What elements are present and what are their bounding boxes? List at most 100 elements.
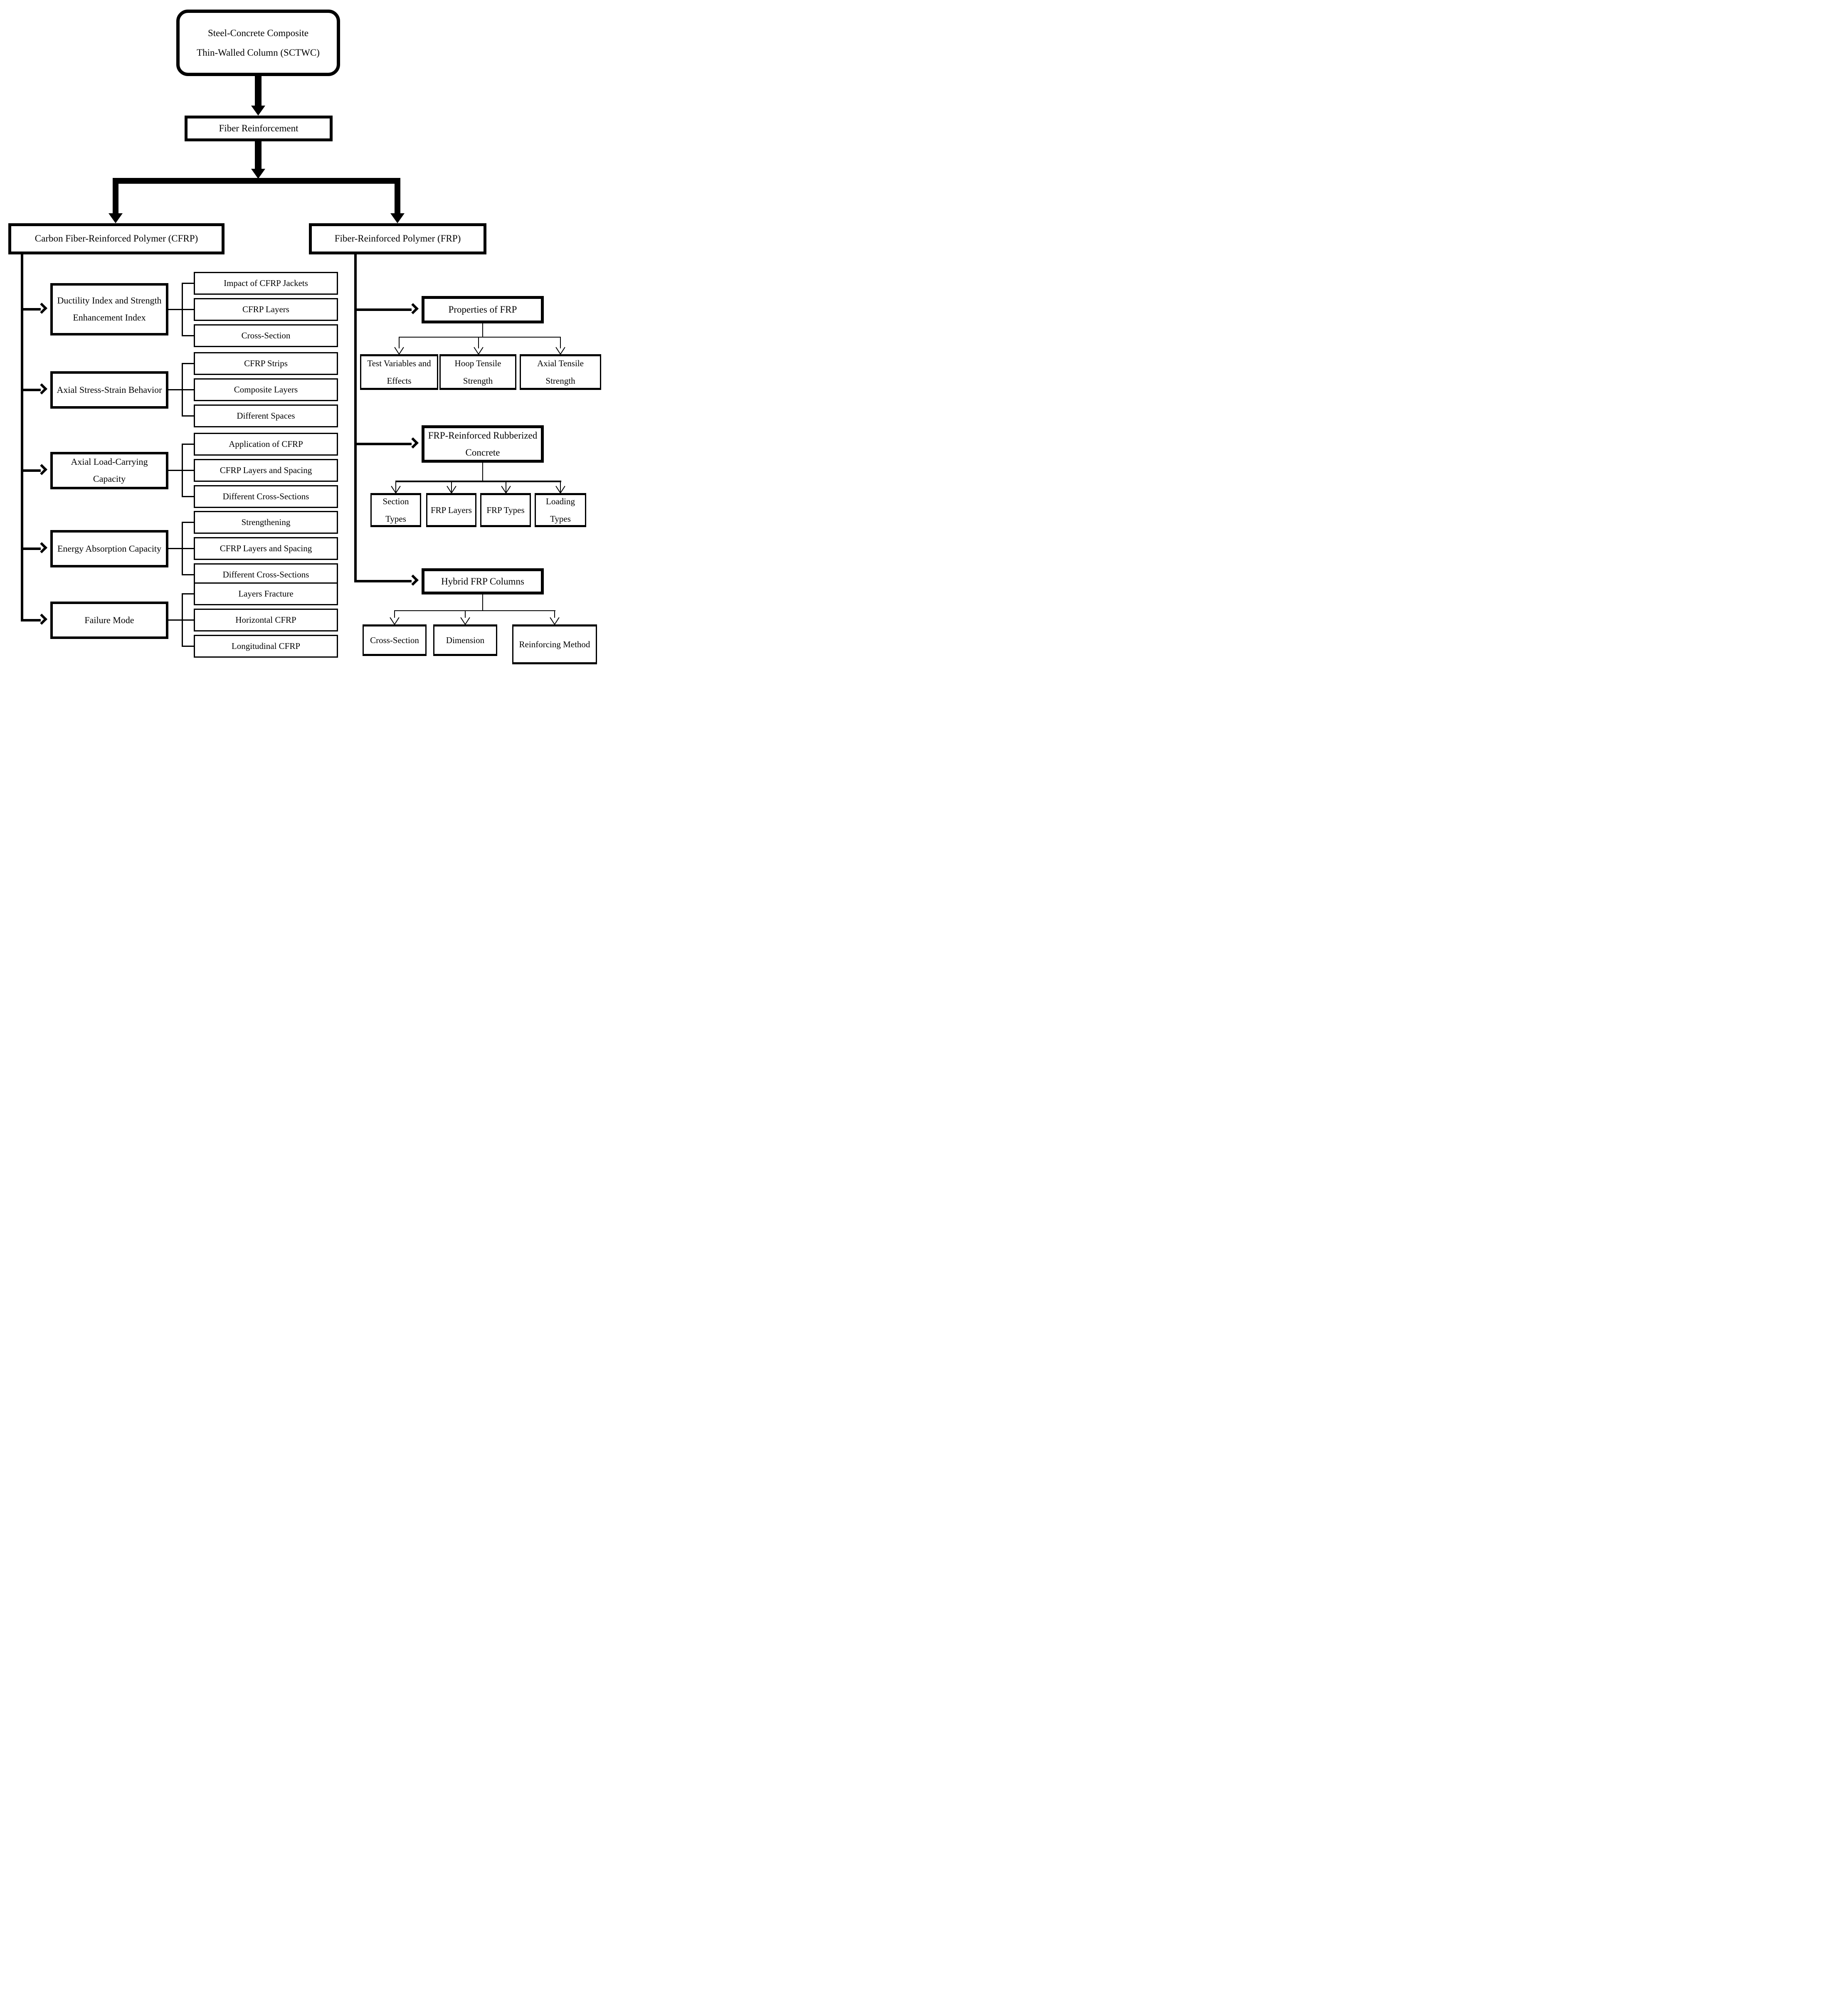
node-horizontal-cfrp: Horizontal CFRP	[194, 609, 338, 631]
cfrp-branch-4-shaft	[22, 547, 41, 550]
node-hybrid-frp-columns: Hybrid FRP Columns	[422, 568, 544, 594]
p3-stub	[482, 594, 483, 610]
g4-stub-3	[182, 574, 194, 575]
node-ductility-strength-index: Ductility Index and Strength Enhancement…	[50, 283, 168, 335]
p1-vline-2	[478, 337, 479, 348]
g4-bracket	[182, 522, 183, 575]
split-drop-right	[395, 184, 400, 213]
node-different-cross-sections-2: Different Cross-Sections	[194, 563, 338, 586]
p1-splitter	[399, 337, 561, 338]
cfrp-branch-1-head	[36, 303, 47, 314]
g5-stub-1	[182, 593, 194, 594]
p2-arrowhead-2	[447, 486, 456, 493]
node-reinforcing-method: Reinforcing Method	[512, 624, 597, 664]
node-cfrp: Carbon Fiber-Reinforced Polymer (CFRP)	[8, 223, 225, 254]
node-axial-tensile-strength: Axial Tensile Strength	[520, 354, 601, 390]
node-cfrp-layers-spacing-1: CFRP Layers and Spacing	[194, 459, 338, 482]
g1-stub-3	[182, 335, 194, 336]
node-frp: Fiber-Reinforced Polymer (FRP)	[309, 223, 486, 254]
node-properties-of-frp: Properties of FRP	[422, 296, 544, 323]
node-different-cross-sections-1: Different Cross-Sections	[194, 485, 338, 508]
node-failure-mode: Failure Mode	[50, 602, 168, 639]
p1-vline-3	[560, 337, 561, 348]
cfrp-trunk	[21, 254, 23, 621]
arrow-into-cfrp-head	[109, 213, 123, 223]
p1-vline-1	[399, 337, 400, 348]
node-dimension: Dimension	[433, 624, 497, 656]
g5-bracket	[182, 594, 183, 646]
node-cross-section-hybrid: Cross-Section	[363, 624, 427, 656]
arrow-sctwc-to-fiber-shaft	[255, 76, 262, 106]
node-test-variables-effects: Test Variables and Effects	[360, 354, 438, 390]
cfrp-branch-3-head	[36, 464, 47, 475]
cfrp-branch-1-shaft	[22, 308, 41, 311]
cfrp-branch-5-shaft	[22, 619, 41, 621]
p1-arrowhead-2	[474, 347, 484, 354]
g2-stub-1	[182, 363, 194, 364]
p3-vline-1	[394, 610, 395, 618]
node-cfrp-layers-spacing-2: CFRP Layers and Spacing	[194, 537, 338, 560]
g3-stub-1	[182, 444, 194, 445]
p2-splitter	[395, 481, 561, 482]
node-hoop-tensile-strength: Hoop Tensile Strength	[439, 354, 516, 390]
node-frp-rubberized-concrete: FRP-Reinforced Rubberized Concrete	[422, 425, 544, 463]
g3-stub-3	[182, 496, 194, 497]
g2-bracket	[182, 363, 183, 416]
node-energy-absorption: Energy Absorption Capacity	[50, 530, 168, 567]
arrow-fiber-to-split-head	[251, 169, 265, 179]
p3-arrowhead-1	[390, 617, 400, 624]
p2-stub	[482, 463, 483, 481]
p2-arrowhead-4	[555, 486, 565, 493]
node-axial-load-capacity: Axial Load-Carrying Capacity	[50, 452, 168, 489]
arrow-into-frp-head	[390, 213, 405, 223]
p1-stub	[482, 323, 483, 337]
g3-bracket	[182, 444, 183, 497]
cfrp-branch-3-shaft	[22, 469, 41, 472]
node-axial-stress-strain: Axial Stress-Strain Behavior	[50, 371, 168, 409]
split-bar	[113, 178, 400, 184]
node-section-types: Section Types	[370, 493, 421, 527]
p1-arrowhead-1	[394, 347, 404, 354]
g1-connector	[168, 309, 194, 310]
node-cfrp-layers: CFRP Layers	[194, 298, 338, 321]
frp-branch-3-shaft	[355, 580, 412, 582]
node-fiber-reinforcement: Fiber Reinforcement	[185, 116, 333, 141]
p1-arrowhead-3	[555, 347, 565, 354]
g3-connector	[168, 470, 194, 471]
frp-branch-2-head	[407, 437, 419, 449]
p3-vline-3	[554, 610, 555, 618]
g5-stub-3	[182, 646, 194, 647]
p2-arrowhead-1	[391, 486, 401, 493]
g5-connector	[168, 619, 194, 621]
node-frp-layers: FRP Layers	[426, 493, 476, 527]
frp-branch-2-shaft	[355, 443, 412, 445]
frp-branch-3-head	[407, 575, 419, 586]
node-cross-section: Cross-Section	[194, 324, 338, 347]
g2-stub-3	[182, 415, 194, 417]
cfrp-branch-2-head	[36, 383, 47, 395]
g1-bracket	[182, 283, 183, 336]
p3-arrowhead-2	[460, 617, 470, 624]
node-cfrp-strips: CFRP Strips	[194, 352, 338, 375]
p3-vline-2	[465, 610, 466, 618]
node-longitudinal-cfrp: Longitudinal CFRP	[194, 635, 338, 658]
node-different-spaces: Different Spaces	[194, 404, 338, 427]
node-application-of-cfrp: Application of CFRP	[194, 433, 338, 456]
g2-connector	[168, 389, 194, 390]
node-strengthening: Strengthening	[194, 511, 338, 534]
arrow-sctwc-to-fiber-head	[251, 106, 265, 116]
split-drop-left	[113, 184, 118, 213]
frp-trunk	[354, 254, 357, 582]
flowchart-canvas: Steel-Concrete Composite Thin-Walled Col…	[0, 0, 616, 668]
frp-branch-1-head	[407, 303, 419, 314]
g4-connector	[168, 548, 194, 549]
cfrp-branch-5-head	[36, 614, 47, 625]
node-impact-of-cfrp-jackets: Impact of CFRP Jackets	[194, 272, 338, 295]
node-sctwc: Steel-Concrete Composite Thin-Walled Col…	[176, 10, 340, 76]
cfrp-branch-2-shaft	[22, 389, 41, 391]
node-layers-fracture: Layers Fracture	[194, 582, 338, 605]
cfrp-branch-4-head	[36, 542, 47, 553]
p3-splitter	[394, 610, 555, 611]
node-composite-layers: Composite Layers	[194, 378, 338, 401]
node-frp-types: FRP Types	[480, 493, 531, 527]
